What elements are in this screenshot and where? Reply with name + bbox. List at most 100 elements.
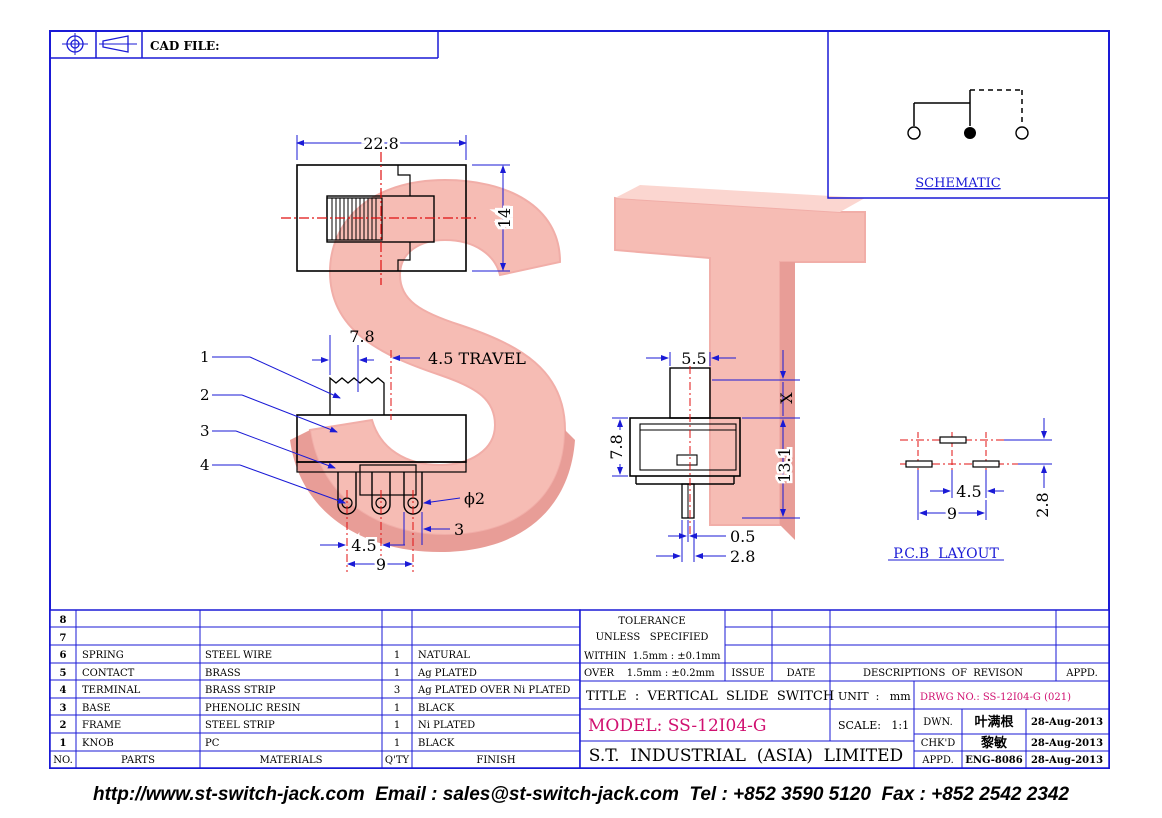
dim-pcb-height: 2.8 <box>1033 492 1052 517</box>
appd-name: ENG-8086 <box>965 755 1023 766</box>
appd-date: 28-Aug-2013 <box>1031 755 1103 766</box>
svg-text:3: 3 <box>200 422 210 440</box>
svg-text:6: 6 <box>60 650 67 661</box>
appd-label: APPD. <box>921 755 954 766</box>
dim-pcb-span: 9 <box>947 504 957 523</box>
bom-header: NO. PARTS MATERIALS Q'TY FINISH <box>53 755 516 766</box>
dim-pin-thickness: 0.5 <box>730 527 755 546</box>
svg-text:PARTS: PARTS <box>121 755 155 766</box>
svg-text:1: 1 <box>394 650 400 661</box>
bom-row-1: 1 KNOB PC 1 BLACK <box>60 738 455 749</box>
cad-file-label: CAD FILE: <box>150 39 220 53</box>
svg-text:STEEL STRIP: STEEL STRIP <box>205 720 275 731</box>
dwn-date: 28-Aug-2013 <box>1031 717 1103 728</box>
svg-text:NATURAL: NATURAL <box>418 650 470 661</box>
projection-symbol-icon <box>62 33 137 55</box>
svg-text:3: 3 <box>60 703 67 714</box>
bom-row-8: 8 <box>60 615 67 626</box>
callout-1: 1 <box>200 348 341 399</box>
dim-knob-width: 7.8 <box>349 327 374 346</box>
schematic-terminal-left <box>907 126 921 140</box>
svg-text:5: 5 <box>60 668 67 679</box>
svg-text:1: 1 <box>394 703 400 714</box>
drawing-number: DRWG NO.: SS-12I04-G (021) <box>920 692 1071 703</box>
tolerance-within: WITHIN 1.5mm : ±0.1mm <box>584 651 721 662</box>
svg-text:BASE: BASE <box>82 703 111 714</box>
svg-text:2: 2 <box>200 386 210 404</box>
dwn-name: 叶满根 <box>974 714 1014 730</box>
svg-text:7: 7 <box>60 633 67 644</box>
svg-text:1: 1 <box>394 738 400 749</box>
bom-row-6: 6 SPRING STEEL WIRE 1 NATURAL <box>60 650 471 661</box>
svg-text:CONTACT: CONTACT <box>82 668 135 679</box>
svg-text:1: 1 <box>200 348 210 366</box>
svg-text:1: 1 <box>394 668 400 679</box>
pcb-pad-right <box>972 460 1000 468</box>
website-link[interactable]: http://www.st-switch-jack.com <box>92 784 365 805</box>
chkd-label: CHK'D <box>921 738 956 749</box>
contact-footer: http://www.st-switch-jack.com Email : sa… <box>0 778 1162 812</box>
watermark-t-top <box>615 185 865 212</box>
schematic-terminal-common <box>964 127 976 139</box>
tolerance-title: TOLERANCE <box>618 616 685 627</box>
bom-row-7: 7 <box>60 633 67 644</box>
svg-text:NO.: NO. <box>53 755 73 766</box>
knob-ribs <box>331 198 377 240</box>
schematic-terminal-right <box>1015 126 1029 140</box>
svg-text:SPRING: SPRING <box>82 650 124 661</box>
svg-text:BLACK: BLACK <box>418 738 455 749</box>
chkd-name: 黎敏 <box>981 735 1008 751</box>
svg-text:PHENOLIC RESIN: PHENOLIC RESIN <box>205 703 301 714</box>
header-box: CAD FILE: <box>50 31 439 59</box>
dim-side-x: X <box>777 392 796 404</box>
svg-text:3: 3 <box>394 685 400 696</box>
svg-text:4: 4 <box>200 456 210 474</box>
chkd-date: 28-Aug-2013 <box>1031 738 1103 749</box>
svg-text:BRASS STRIP: BRASS STRIP <box>205 685 276 696</box>
svg-text:1: 1 <box>394 720 400 731</box>
svg-text:2: 2 <box>60 720 67 731</box>
drawing-title: TITLE : VERTICAL SLIDE SWITCH <box>586 689 834 704</box>
tolerance-subtitle: UNLESS SPECIFIED <box>596 632 709 643</box>
bom-table: 8 7 6 SPRING STEEL WIRE 1 NATURAL 5 CONT… <box>49 609 581 769</box>
dim-top-height: 14 <box>495 208 514 228</box>
dim-pin-hole: ϕ2 <box>464 489 485 508</box>
callout-2: 2 <box>200 386 338 433</box>
dim-pin-width: 2.8 <box>730 547 755 566</box>
issue-header: ISSUE <box>731 668 764 679</box>
dim-travel: 4.5 TRAVEL <box>428 349 526 368</box>
dwn-label: DWN. <box>923 717 953 728</box>
top-view: 22.8 14 <box>281 131 517 285</box>
svg-text:TERMINAL: TERMINAL <box>82 685 141 696</box>
pcb-pad-center <box>939 436 967 444</box>
svg-text:BRASS: BRASS <box>205 668 241 679</box>
dim-pcb-pitch: 4.5 <box>956 482 981 501</box>
svg-text:1: 1 <box>60 738 67 749</box>
company-name: S.T. INDUSTRIAL (ASIA) LIMITED <box>589 746 903 766</box>
dim-side-base: 7.8 <box>607 434 626 459</box>
callout-3: 3 <box>200 422 336 469</box>
unit-label: UNIT : mm <box>838 690 911 703</box>
pcb-pad-left <box>905 460 933 468</box>
date-header: DATE <box>787 668 816 679</box>
dim-side-height: 13.1 <box>775 447 794 483</box>
pcb-layout-label: P.C.B LAYOUT <box>893 546 999 562</box>
svg-text:Ni PLATED: Ni PLATED <box>418 720 475 731</box>
email-link[interactable]: Email : sales@st-switch-jack.com <box>375 784 679 805</box>
schematic-box: SCHEMATIC <box>827 30 1110 199</box>
phone-number: Tel : +852 3590 5120 <box>689 784 871 805</box>
dim-front-pin: 3 <box>454 520 464 539</box>
front-view: 7.8 4.5 TRAVEL 1 2 3 4 ϕ2 <box>200 327 526 577</box>
bom-row-5: 5 CONTACT BRASS 1 Ag PLATED <box>60 668 477 679</box>
dim-front-span: 9 <box>376 555 386 574</box>
tolerance-over: OVER 1.5mm : ±0.2mm <box>584 668 715 679</box>
bom-row-3: 3 BASE PHENOLIC RESIN 1 BLACK <box>60 703 455 714</box>
dim-front-pitch: 4.5 <box>351 536 376 555</box>
svg-text:Ag PLATED OVER Ni PLATED: Ag PLATED OVER Ni PLATED <box>417 685 570 696</box>
dim-side-width: 5.5 <box>681 349 706 368</box>
pcb-layout: 2.8 4.5 9 P.C.B LAYOUT <box>888 418 1052 562</box>
svg-text:STEEL WIRE: STEEL WIRE <box>205 650 272 661</box>
bom-row-2: 2 FRAME STEEL STRIP 1 Ni PLATED <box>60 720 476 731</box>
svg-text:8: 8 <box>60 615 67 626</box>
bom-row-4: 4 TERMINAL BRASS STRIP 3 Ag PLATED OVER … <box>60 685 571 696</box>
